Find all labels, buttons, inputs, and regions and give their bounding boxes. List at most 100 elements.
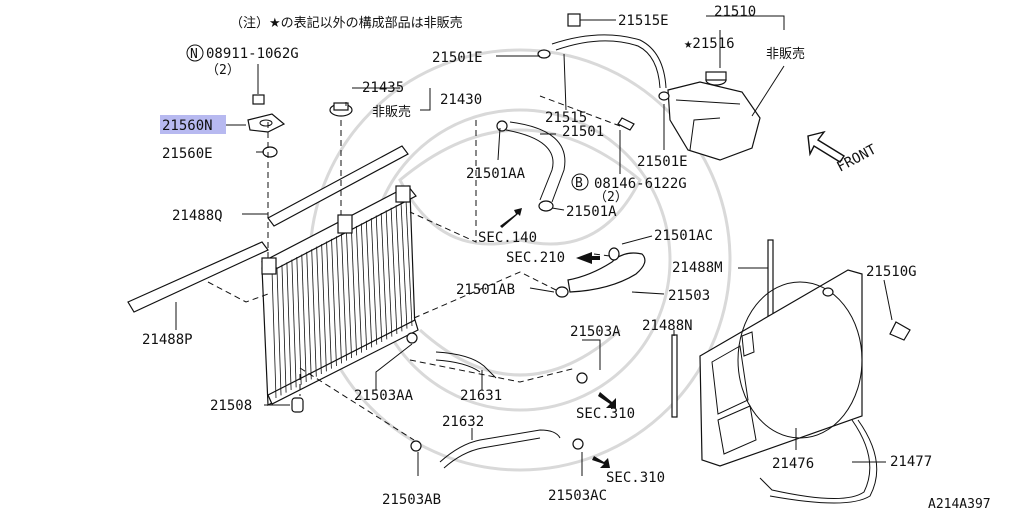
radiator-fin	[326, 241, 332, 369]
label-21501a: 21501A	[566, 204, 617, 220]
clamp-21503a	[576, 372, 588, 384]
radiator-fin	[351, 228, 357, 356]
label-not-sold-21430: 非販売	[372, 104, 411, 120]
radiator-fin	[385, 210, 393, 337]
radiator-fin	[281, 264, 287, 393]
radiator-fin	[336, 236, 342, 364]
label-21501ac: 21501AC	[654, 228, 713, 244]
radiator-fin	[405, 199, 413, 327]
label-figure-code: A214A397	[928, 497, 991, 511]
radiator-fin	[306, 251, 312, 380]
label-21515e: 21515E	[618, 13, 669, 29]
reservoir-hose-21515	[551, 34, 667, 89]
arrow-sec140	[500, 208, 522, 228]
label-21503ab: 21503AB	[382, 492, 441, 508]
label-21516: ★21516	[684, 36, 735, 52]
hose-21503	[567, 252, 646, 293]
radiator-core	[261, 185, 419, 406]
label-21631: 21631	[460, 388, 502, 404]
arrow-sec210	[576, 252, 600, 264]
circle-b-badge	[571, 173, 589, 191]
radiator-fin	[365, 220, 373, 348]
label-21430: 21430	[440, 92, 482, 108]
radiator-fin	[390, 207, 398, 335]
front-arrow-icon	[807, 130, 845, 163]
radiator-fin	[296, 257, 302, 385]
label-21501: 21501	[562, 124, 604, 140]
clamp-21503aa	[406, 332, 418, 344]
clip-21510g	[822, 287, 911, 341]
placement-lines	[207, 95, 621, 441]
label-08146-qty: （2）	[594, 190, 628, 205]
label-21510: 21510	[714, 4, 756, 20]
label-08911-prefix: N	[190, 47, 198, 62]
fan-shroud-21476	[699, 269, 863, 467]
label-21488q: 21488Q	[172, 208, 223, 224]
label-08146-prefix: B	[575, 176, 583, 191]
bushing-21560e	[262, 146, 278, 158]
radiator-fin	[400, 202, 408, 329]
label-21560e: 21560E	[162, 146, 213, 162]
label-21501ab: 21501AB	[456, 282, 515, 298]
radiator-fin	[291, 259, 297, 388]
radiator-tank-top	[261, 185, 411, 275]
label-sec210: SEC.210	[506, 250, 565, 266]
label-21476: 21476	[772, 456, 814, 472]
leader-lines	[175, 15, 893, 476]
arrow-sec310-b	[592, 456, 610, 468]
label-21503ac: 21503AC	[548, 488, 607, 504]
clamp-21501ac	[608, 247, 620, 261]
radiator-fin	[311, 249, 317, 377]
label-21501aa: 21501AA	[466, 166, 526, 182]
seal-strip-21488p	[127, 241, 269, 313]
watermark-emblem	[308, 48, 732, 472]
label-sec310-b: SEC.310	[606, 470, 665, 486]
label-21560n: 21560N	[162, 118, 213, 134]
label-front: FRONT	[834, 141, 879, 175]
label-21488n: 21488N	[642, 318, 693, 334]
header-note: （注）★の表記以外の構成部品は非販売	[230, 15, 463, 31]
label-sec140: SEC.140	[478, 230, 537, 246]
label-21632: 21632	[442, 414, 484, 430]
radiator-fin	[276, 267, 282, 396]
label-08146: 08146-6122G	[594, 176, 687, 192]
radiator-cap-21430	[329, 102, 353, 117]
label-21515: 21515	[545, 110, 587, 126]
label-21503a: 21503A	[570, 324, 621, 340]
radiator-fin	[395, 205, 403, 332]
mount-rubber-21508	[291, 397, 304, 413]
seal-21477	[759, 419, 878, 504]
label-21488p: 21488P	[142, 332, 193, 348]
nut-08911	[252, 94, 265, 105]
label-21501e-top: 21501E	[432, 50, 483, 66]
label-21510g: 21510G	[866, 264, 917, 280]
label-sec310-a: SEC.310	[576, 406, 635, 422]
label-21503: 21503	[668, 288, 710, 304]
circle-n-badge	[186, 44, 204, 62]
clamp-21501e	[537, 49, 670, 101]
hose-21631	[435, 351, 497, 379]
radiator-fin	[331, 238, 337, 367]
arrow-sec310-a	[598, 392, 616, 408]
radiator-fin	[316, 246, 322, 375]
radiator-fin	[301, 254, 307, 383]
radiator-fin	[355, 225, 363, 353]
radiator-fin	[360, 223, 368, 351]
label-21435: 21435	[362, 80, 404, 96]
clamp-21503ab	[410, 440, 422, 452]
clamp-21501ab	[555, 286, 569, 298]
label-21503aa: 21503AA	[354, 388, 414, 404]
callout-labels: 21515E 21510 ★21516 非販売 21501E 21515 215…	[142, 4, 991, 511]
radiator-fin	[346, 231, 352, 359]
radiator-fin	[370, 218, 378, 345]
bolt-08146	[617, 117, 635, 131]
label-21508: 21508	[210, 398, 252, 414]
label-21477: 21477	[890, 454, 932, 470]
bracket-21560n	[247, 113, 286, 133]
radiator-fin	[341, 233, 347, 361]
label-08911-qty: （2）	[206, 63, 240, 78]
label-21488m: 21488M	[672, 260, 723, 276]
highlight-21560n	[160, 115, 226, 134]
label-not-sold-21510: 非販売	[766, 46, 805, 62]
